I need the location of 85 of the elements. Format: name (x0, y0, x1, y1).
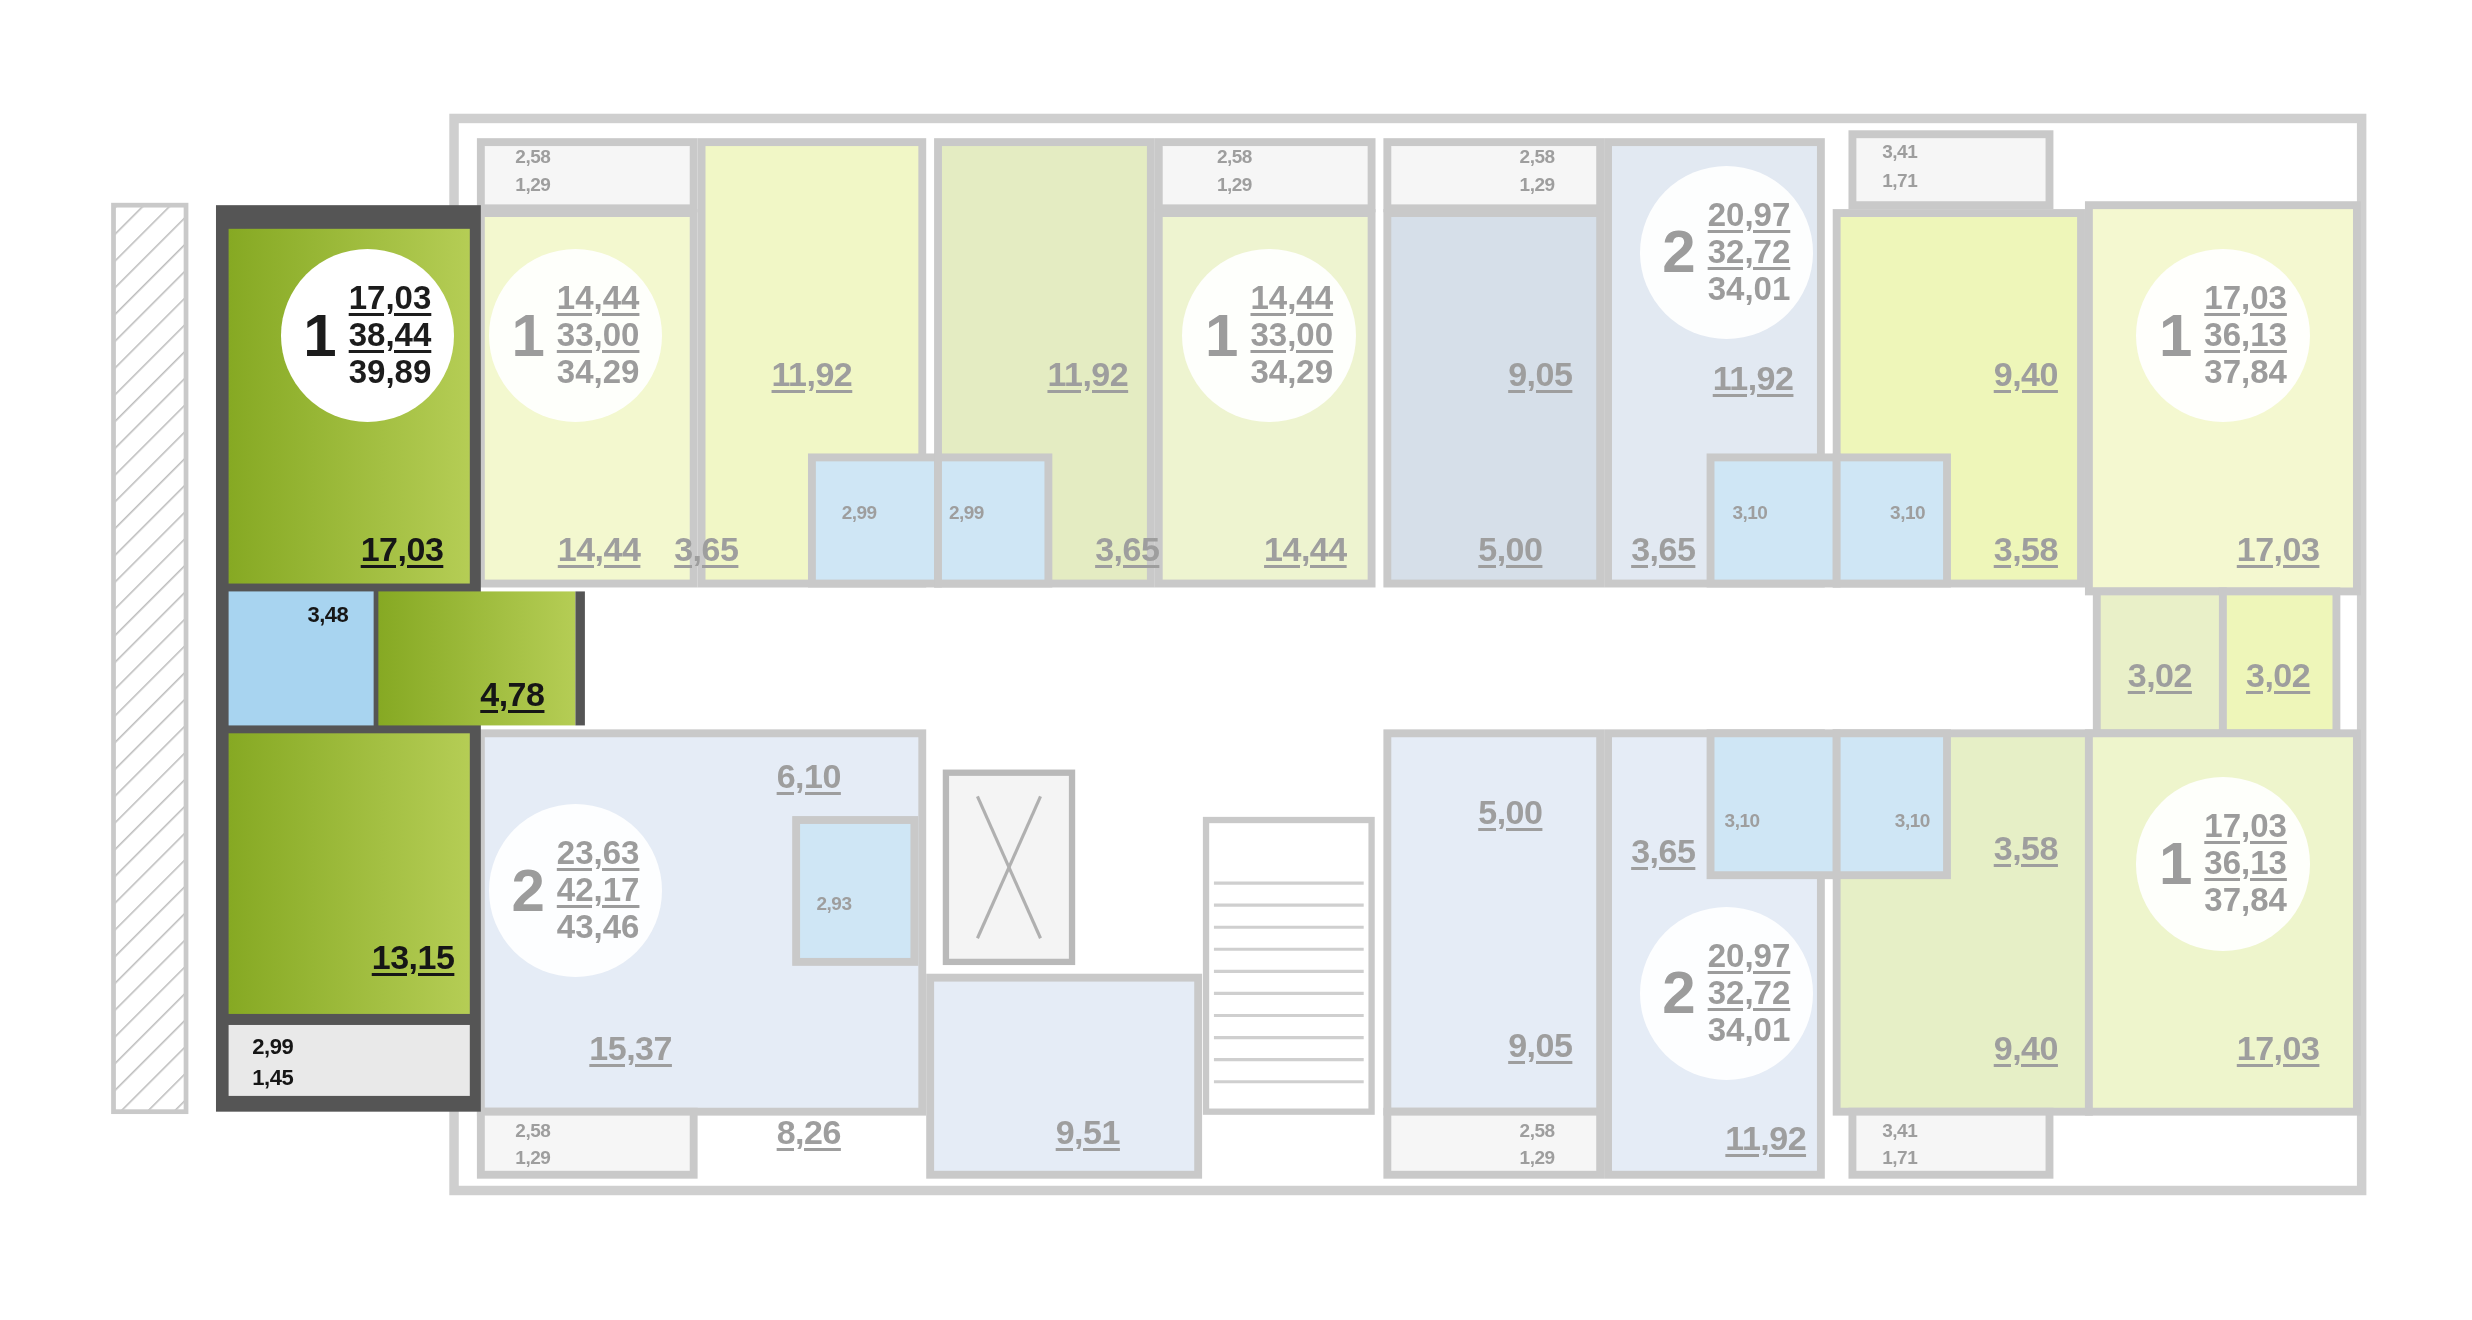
area-value: 32,72 (1707, 974, 1791, 1012)
area-label: 14,44 (557, 531, 641, 566)
area-label: 11,92 (1047, 356, 1129, 391)
area-label: 3,02 (2127, 657, 2192, 692)
area-label: 17,03 (2236, 531, 2320, 566)
area-label: 2,58 (515, 146, 551, 166)
area-label: 3,02 (2246, 657, 2311, 692)
area-value: 23,63 (556, 835, 640, 873)
area-label: 2,99 (252, 1035, 294, 1058)
area-label: 1,29 (515, 174, 551, 194)
area-label: 3,65 (674, 531, 739, 566)
area-label: 2,93 (816, 893, 852, 913)
area-label: 17,03 (360, 531, 444, 566)
area-value: 37,84 (2204, 882, 2287, 920)
area-label: 3,41 (1882, 1120, 1918, 1140)
area-value: 36,13 (2204, 845, 2287, 883)
area-label: 5,00 (1478, 794, 1543, 829)
area-label: 9,05 (1508, 356, 1573, 391)
area-label: 3,41 (1882, 141, 1918, 161)
room-count: 2 (1662, 963, 1696, 1024)
area-label: 3,48 (307, 603, 349, 626)
area-label: 8,26 (776, 1114, 841, 1149)
area-label: 1,45 (252, 1067, 294, 1090)
area-label: 1,71 (1882, 170, 1918, 190)
area-label: 17,03 (2236, 1031, 2320, 1066)
area-label: 2,58 (1519, 146, 1555, 166)
area-value: 34,01 (1707, 270, 1791, 308)
room-count: 2 (511, 860, 545, 921)
area-label: 3,65 (1631, 834, 1696, 869)
room-count: 1 (1205, 305, 1239, 366)
area-value: 34,29 (1250, 354, 1334, 392)
area-label: 3,10 (1890, 502, 1926, 522)
area-label: 11,92 (771, 356, 853, 391)
area-label: 3,58 (1993, 831, 2058, 866)
area-value: 39,89 (348, 354, 432, 392)
area-label: 13,15 (371, 939, 455, 974)
area-label: 15,37 (589, 1031, 672, 1066)
area-label: 1,29 (1216, 174, 1252, 194)
area-value: 43,46 (556, 909, 640, 947)
area-label: 3,10 (1724, 810, 1760, 830)
area-label: 2,99 (841, 502, 877, 522)
area-value: 36,13 (2204, 317, 2287, 355)
room-count: 1 (511, 305, 545, 366)
area-label: 2,58 (1216, 146, 1252, 166)
area-value: 42,17 (556, 872, 640, 910)
area-label: 2,58 (1519, 1120, 1555, 1140)
area-value: 34,29 (556, 354, 640, 392)
area-value: 33,00 (1250, 317, 1334, 355)
area-label: 2,99 (948, 502, 984, 522)
area-value: 34,01 (1707, 1011, 1791, 1049)
area-value: 32,72 (1707, 233, 1791, 271)
area-label: 5,00 (1478, 531, 1543, 566)
area-label: 11,92 (1712, 361, 1794, 396)
area-value: 33,00 (556, 317, 640, 355)
area-label: 3,10 (1894, 810, 1930, 830)
area-label: 11,92 (1725, 1121, 1807, 1156)
area-label: 9,40 (1993, 1031, 2058, 1066)
area-label: 9,05 (1508, 1028, 1573, 1063)
area-label: 1,71 (1882, 1147, 1918, 1167)
area-label: 1,29 (515, 1147, 551, 1167)
area-label: 1,29 (1519, 1147, 1555, 1167)
area-label: 3,58 (1993, 531, 2058, 566)
area-label: 3,65 (1631, 531, 1696, 566)
area-label: 9,51 (1055, 1114, 1120, 1149)
room-count: 1 (303, 305, 337, 366)
area-value: 17,03 (2204, 280, 2287, 318)
area-value: 20,97 (1707, 937, 1791, 975)
area-value: 38,44 (348, 317, 432, 355)
area-label: 14,44 (1264, 531, 1347, 566)
room-count: 2 (1662, 222, 1696, 283)
area-value: 37,84 (2204, 354, 2287, 392)
area-label: 3,10 (1732, 502, 1768, 522)
area-label: 2,58 (515, 1120, 551, 1140)
area-label: 1,29 (1519, 174, 1555, 194)
area-label: 3,65 (1095, 531, 1160, 566)
area-value: 17,03 (348, 280, 432, 318)
area-label: 4,78 (480, 676, 545, 711)
area-label: 9,40 (1993, 356, 2058, 391)
room-count: 1 (2158, 833, 2193, 894)
room-count: 1 (2158, 305, 2193, 366)
area-value: 17,03 (2204, 808, 2287, 846)
area-label: 6,10 (776, 758, 841, 793)
area-value: 20,97 (1707, 196, 1791, 234)
area-value: 14,44 (1250, 280, 1334, 318)
area-value: 14,44 (556, 280, 640, 318)
